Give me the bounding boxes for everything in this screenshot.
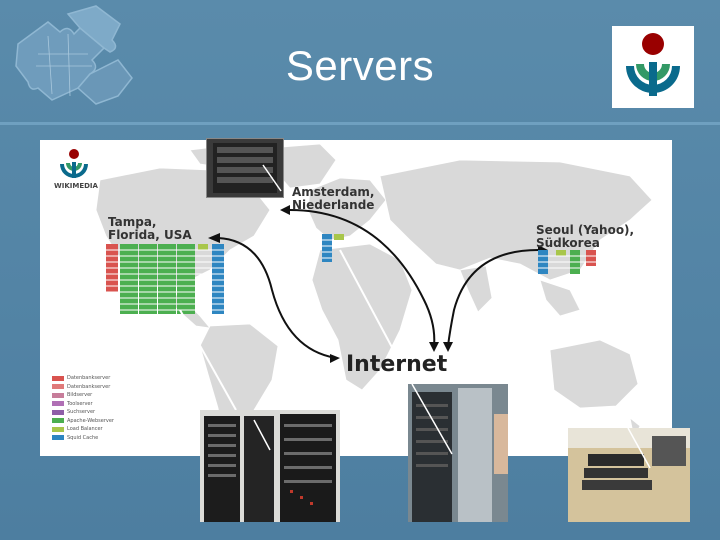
legend-label: Datenbankserver bbox=[67, 375, 111, 381]
legend-item: Load Balancer bbox=[52, 425, 114, 433]
legend-label: Suchserver bbox=[67, 409, 96, 415]
server-photo-tampa bbox=[200, 410, 340, 522]
legend-swatch bbox=[52, 384, 64, 389]
internet-hub-label: Internet bbox=[346, 352, 448, 377]
amsterdam-line-2: Niederlande bbox=[292, 198, 375, 212]
tampa-line-2: Florida, USA bbox=[108, 228, 192, 242]
legend-item: Toolserver bbox=[52, 400, 114, 408]
legend-label: Toolserver bbox=[67, 400, 93, 407]
location-label-tampa: Tampa, Florida, USA bbox=[108, 216, 192, 242]
legend-item: Suchserver bbox=[52, 408, 114, 416]
slide-title: Servers bbox=[285, 42, 435, 89]
legend-swatch bbox=[52, 401, 64, 406]
seoul-line-1: Seoul (Yahoo), bbox=[536, 223, 635, 237]
wikimedia-logo bbox=[612, 26, 694, 108]
world-map: WIKIMEDIA Tampa, Florida, USA Amsterdam,… bbox=[40, 140, 672, 456]
seoul-line-2: Südkorea bbox=[536, 236, 600, 250]
server-photo-datacenter bbox=[408, 384, 508, 522]
legend-swatch bbox=[52, 375, 64, 381]
legend-label: Squid Cache bbox=[67, 434, 99, 441]
legend-swatch bbox=[52, 409, 64, 415]
legend-label: Datenbankserver bbox=[67, 383, 111, 390]
server-legend: Datenbankserver Datenbankserver Bildserv… bbox=[52, 374, 114, 442]
tampa-line-1: Tampa, bbox=[108, 215, 157, 229]
title-divider bbox=[0, 122, 720, 125]
legend-swatch bbox=[52, 426, 64, 432]
legend-item: Datenbankserver bbox=[52, 374, 114, 382]
legend-item: Squid Cache bbox=[52, 434, 114, 442]
location-label-amsterdam: Amsterdam, Niederlande bbox=[292, 186, 374, 212]
server-photo-seoul bbox=[568, 428, 690, 522]
legend-swatch bbox=[52, 392, 64, 398]
legend-swatch bbox=[52, 435, 64, 440]
legend-item: Apache-Webserver bbox=[52, 417, 114, 425]
legend-label: Bildserver bbox=[67, 392, 93, 398]
wikimedia-wordmark: WIKIMEDIA bbox=[54, 182, 98, 190]
puzzle-logo-icon bbox=[15, 5, 133, 105]
legend-item: Bildserver bbox=[52, 391, 114, 399]
legend-label: Load Balancer bbox=[67, 426, 103, 432]
legend-item: Datenbankserver bbox=[52, 383, 114, 391]
legend-label: Apache-Webserver bbox=[67, 417, 114, 424]
server-photo-amsterdam bbox=[206, 138, 284, 198]
location-label-seoul: Seoul (Yahoo), Südkorea bbox=[536, 224, 634, 250]
amsterdam-line-1: Amsterdam, bbox=[292, 185, 375, 199]
legend-swatch bbox=[52, 418, 64, 423]
